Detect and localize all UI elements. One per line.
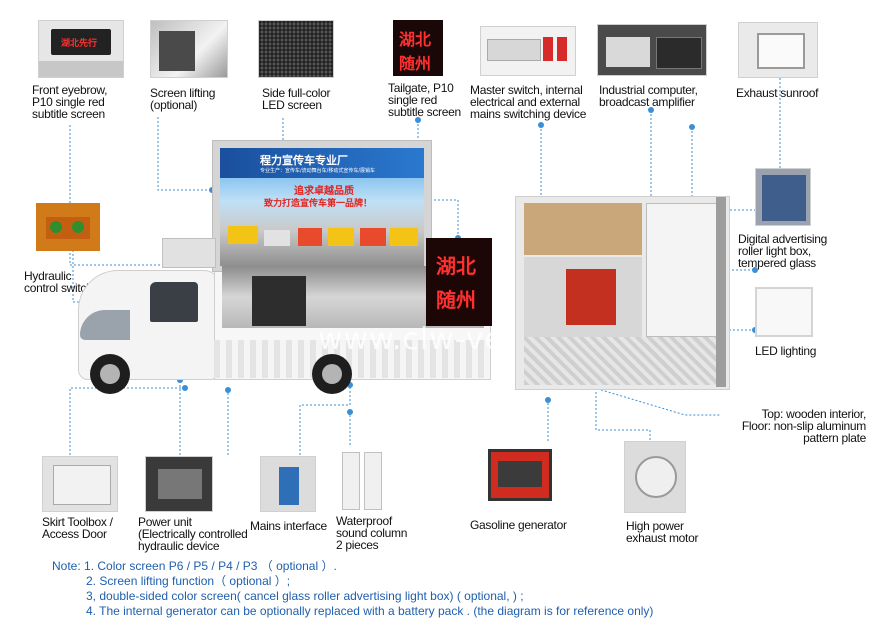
led-lighting-photo: [755, 287, 813, 337]
tailgate-led-text-1: 湖北: [436, 254, 476, 278]
tailgate-photo: 湖北 随州: [393, 20, 443, 76]
gasoline-generator-photo: [480, 441, 560, 513]
label-gasoline: Gasoline generator: [470, 518, 567, 532]
screen-lifting-photo: [150, 20, 228, 78]
tailgate-thumb-text-1: 湖北: [399, 30, 432, 49]
note-line-1: Note: 1. Color screen P6 / P5 / P4 / P3 …: [52, 559, 337, 573]
billboard-slogan-1: 追求卓越品质: [294, 186, 354, 197]
note-line-4: 4. The internal generator can be optiona…: [86, 604, 654, 618]
exhaust-sunroof-photo: [738, 22, 818, 78]
sound-column-photo: [336, 448, 388, 510]
label-skirt-toolbox: Skirt Toolbox /Access Door: [42, 515, 113, 541]
front-eyebrow-photo: 湖北先行: [38, 20, 124, 78]
tailgate-thumb-text-2: 随州: [399, 54, 432, 73]
label-mains-interface: Mains interface: [250, 519, 327, 533]
label-screen-lifting: Screen lifting(optional): [150, 86, 216, 112]
label-led-lighting: LED lighting: [755, 344, 817, 358]
exhaust-motor-photo: [624, 441, 686, 513]
side-led-photo: [258, 20, 334, 78]
hydraulic-switch-photo: [36, 203, 100, 251]
label-industrial-computer: Industrial computer,broadcast amplifier: [599, 83, 698, 109]
note-line-2: 2. Screen lifting function（ optional ）;: [86, 574, 291, 588]
truck-illustration: 程力宣传车专业厂 专业生产：宣传车/流动舞台车/移动式宣传车/展销车 追求卓越品…: [74, 140, 504, 410]
label-exhaust-sunroof: Exhaust sunroof: [736, 86, 819, 100]
industrial-computer-photo: [597, 24, 707, 76]
label-interior: Top: wooden interior,Floor: non-slip alu…: [741, 407, 866, 445]
master-switch-photo: [480, 26, 576, 76]
power-unit-photo: [145, 456, 213, 512]
billboard-screen: 程力宣传车专业厂 专业生产：宣传车/流动舞台车/移动式宣传车/展销车 追求卓越品…: [220, 148, 424, 266]
note-line-3: 3, double-sided color screen( cancel gla…: [86, 589, 524, 603]
digital-ad-photo: [755, 168, 811, 226]
billboard-slogan-2: 致力打造宣传车第一品牌！: [264, 199, 373, 209]
mains-interface-photo: [260, 456, 316, 512]
billboard-title: 程力宣传车专业厂: [260, 154, 348, 167]
eyebrow-led-text: 湖北先行: [61, 39, 98, 49]
billboard-subtitle: 专业生产：宣传车/流动舞台车/移动式宣传车/展销车: [260, 168, 376, 174]
tailgate-led-screen: 湖北 随州: [426, 238, 492, 326]
tailgate-led-text-2: 随州: [436, 288, 476, 312]
interior-photo: [515, 196, 730, 390]
skirt-toolbox-photo: [42, 456, 118, 512]
